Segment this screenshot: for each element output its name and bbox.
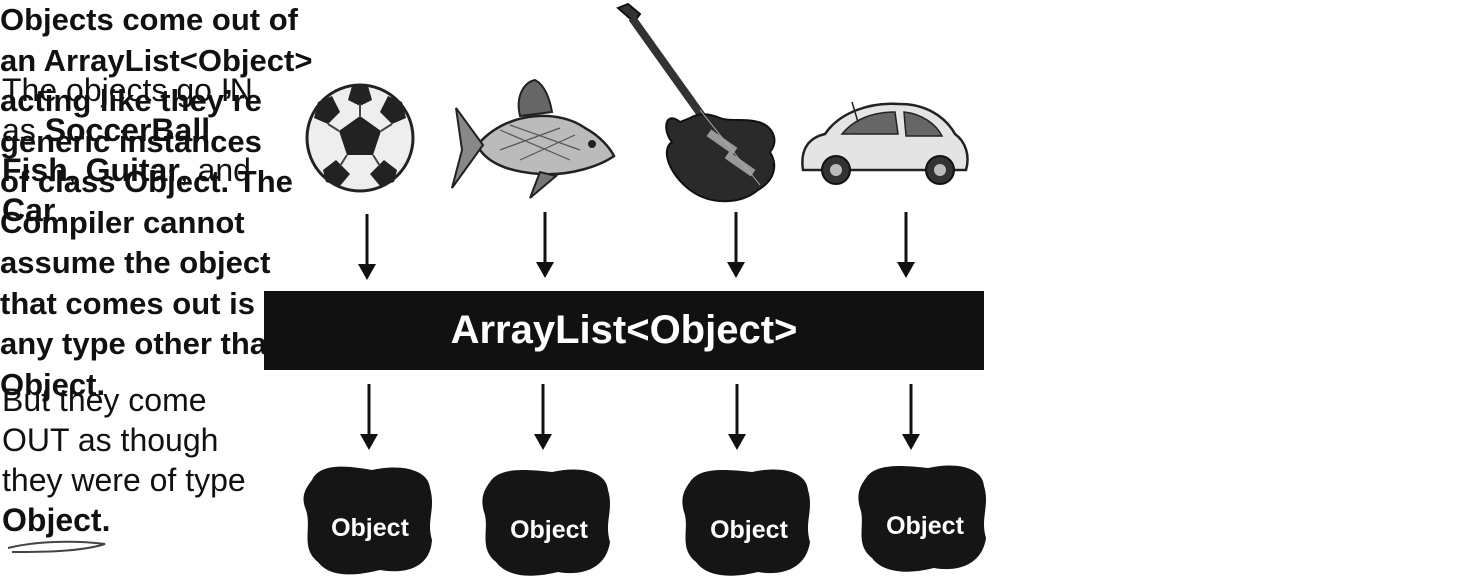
explanation-line: that comes out is of bbox=[0, 285, 293, 321]
fish-term: Fish bbox=[2, 152, 68, 188]
arrow-in-3 bbox=[727, 212, 745, 278]
soccerball-term: SoccerBall bbox=[44, 112, 211, 148]
output-line-2: OUT as though bbox=[2, 422, 219, 458]
arrow-out-4 bbox=[902, 384, 920, 450]
object-term: Object bbox=[2, 502, 102, 538]
arrow-in-1 bbox=[358, 214, 376, 280]
explanation-line: an ArrayList<Object> bbox=[0, 42, 313, 78]
comma: , bbox=[210, 112, 219, 148]
arrow-out-2 bbox=[534, 384, 552, 450]
explanation-line: Objects come out of bbox=[0, 2, 298, 37]
input-line-2-prefix: as bbox=[2, 112, 45, 148]
comma: , bbox=[67, 152, 86, 188]
arraylist-bar: ArrayList<Object> bbox=[264, 291, 984, 370]
and-text: , and bbox=[179, 152, 251, 188]
guitar-term: Guitar bbox=[85, 152, 180, 188]
explanation-line: generic instances bbox=[0, 123, 262, 159]
explanation-line: Compiler cannot bbox=[0, 204, 245, 240]
object-blob-2: Object bbox=[482, 469, 610, 576]
fish-icon bbox=[451, 78, 616, 199]
explanation-line: of class Object. The bbox=[0, 164, 293, 199]
arrow-out-3 bbox=[728, 384, 746, 450]
explanation-line: Object. bbox=[0, 366, 106, 402]
underline-squiggle bbox=[7, 540, 106, 553]
guitar-icon bbox=[616, 2, 776, 203]
explanation-line: acting like they’re bbox=[0, 83, 262, 118]
object-blob-4: Object bbox=[858, 465, 986, 572]
input-line-1: The objects go IN bbox=[2, 72, 253, 108]
output-line-1: But they come bbox=[2, 382, 207, 418]
car-icon bbox=[801, 101, 969, 185]
object-label: Object bbox=[510, 516, 588, 544]
arraylist-label: ArrayList<Object> bbox=[450, 308, 798, 352]
arrow-in-2 bbox=[536, 212, 554, 278]
output-line-3: they were of type bbox=[2, 462, 246, 498]
output-description: But they come OUT as though they were of… bbox=[2, 380, 302, 540]
explanation-line: any type other than bbox=[0, 326, 286, 361]
object-blob-1: Object bbox=[303, 466, 432, 575]
soccer-ball-icon bbox=[305, 83, 415, 193]
arrow-out-1 bbox=[360, 384, 378, 450]
explanation-text: Objects come out of an ArrayList<Object>… bbox=[0, 0, 380, 405]
object-label: Object bbox=[710, 516, 788, 544]
period: . bbox=[55, 192, 65, 228]
explanation-line: assume the object bbox=[0, 245, 271, 280]
object-label: Object bbox=[331, 514, 409, 542]
arrow-in-4 bbox=[897, 212, 915, 278]
period: . bbox=[101, 502, 111, 538]
object-blob-3: Object bbox=[682, 469, 810, 576]
car-term: Car bbox=[2, 192, 56, 228]
input-description: The objects go IN as SoccerBall, Fish, G… bbox=[2, 70, 302, 230]
object-label: Object bbox=[886, 512, 964, 540]
